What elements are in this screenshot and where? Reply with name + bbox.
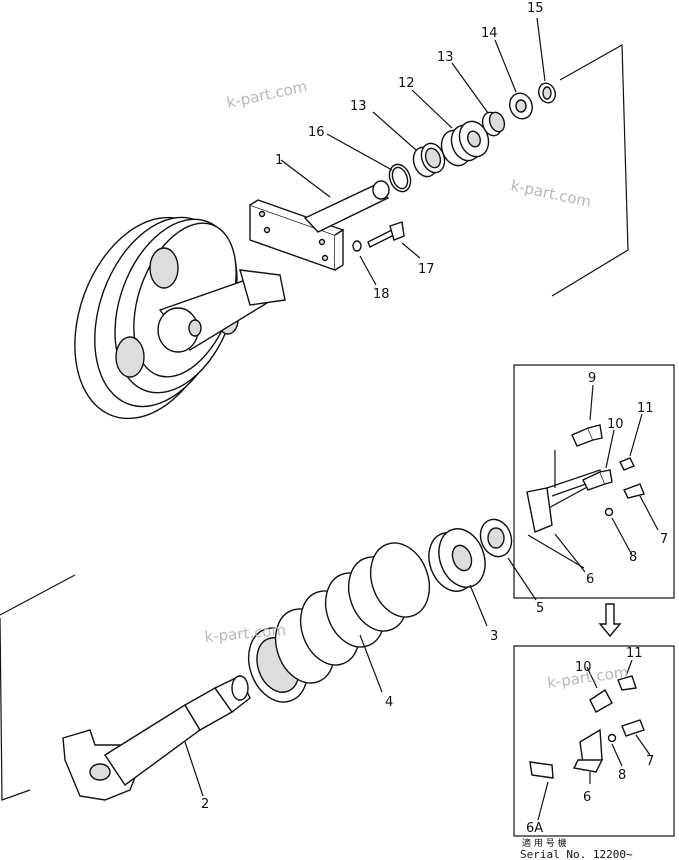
bushing-12 bbox=[440, 120, 490, 167]
label-part-13-upper: 13 bbox=[437, 50, 454, 65]
inset-grease-fitting-new bbox=[513, 645, 675, 837]
label-part-14: 14 bbox=[481, 26, 498, 41]
label-part-6A: 6A bbox=[526, 821, 543, 836]
label-part-17: 17 bbox=[418, 262, 435, 277]
label-part-10: 10 bbox=[607, 417, 624, 432]
label-part-16: 16 bbox=[308, 125, 325, 140]
label-part-11-new: 11 bbox=[626, 646, 643, 661]
label-part-3: 3 bbox=[490, 629, 498, 644]
seal-13-lower bbox=[412, 142, 446, 178]
label-part-13-lower: 13 bbox=[350, 99, 367, 114]
coil-spring-4 bbox=[247, 542, 431, 703]
recoil-shaft-2 bbox=[62, 675, 251, 801]
spring-seat-3 bbox=[428, 528, 486, 592]
label-part-8: 8 bbox=[629, 550, 637, 565]
shaft-bracket-1 bbox=[249, 180, 390, 271]
label-part-11: 11 bbox=[637, 401, 654, 416]
label-part-4: 4 bbox=[385, 695, 393, 710]
label-part-6: 6 bbox=[586, 572, 594, 587]
label-part-12: 12 bbox=[398, 76, 415, 91]
washer-18 bbox=[352, 240, 362, 252]
serial-number: Serial No. 12200~ bbox=[520, 848, 633, 860]
inset-grease-fitting-old bbox=[513, 364, 675, 599]
watermark: k-part.com bbox=[225, 77, 309, 112]
label-part-7: 7 bbox=[660, 532, 668, 547]
down-arrow-icon bbox=[598, 603, 622, 638]
label-part-10-new: 10 bbox=[575, 660, 592, 675]
watermark: k-part.com bbox=[509, 176, 593, 211]
idler-wheel bbox=[74, 216, 286, 420]
axis-line-upper bbox=[551, 43, 629, 297]
label-part-9: 9 bbox=[588, 371, 596, 386]
label-part-6-new: 6 bbox=[583, 790, 591, 805]
label-part-5: 5 bbox=[536, 601, 544, 616]
nut-5 bbox=[479, 518, 513, 558]
nut-14 bbox=[509, 92, 533, 120]
label-part-7-new: 7 bbox=[646, 754, 654, 769]
bolt-17 bbox=[367, 221, 405, 248]
label-part-1: 1 bbox=[275, 153, 283, 168]
applicable-serial-label-jp: 適 用 号 機 bbox=[522, 837, 567, 849]
label-part-2: 2 bbox=[201, 797, 209, 812]
label-part-18: 18 bbox=[373, 287, 390, 302]
label-part-8-new: 8 bbox=[618, 768, 626, 783]
washer-15 bbox=[538, 82, 556, 104]
label-part-15: 15 bbox=[527, 1, 544, 16]
